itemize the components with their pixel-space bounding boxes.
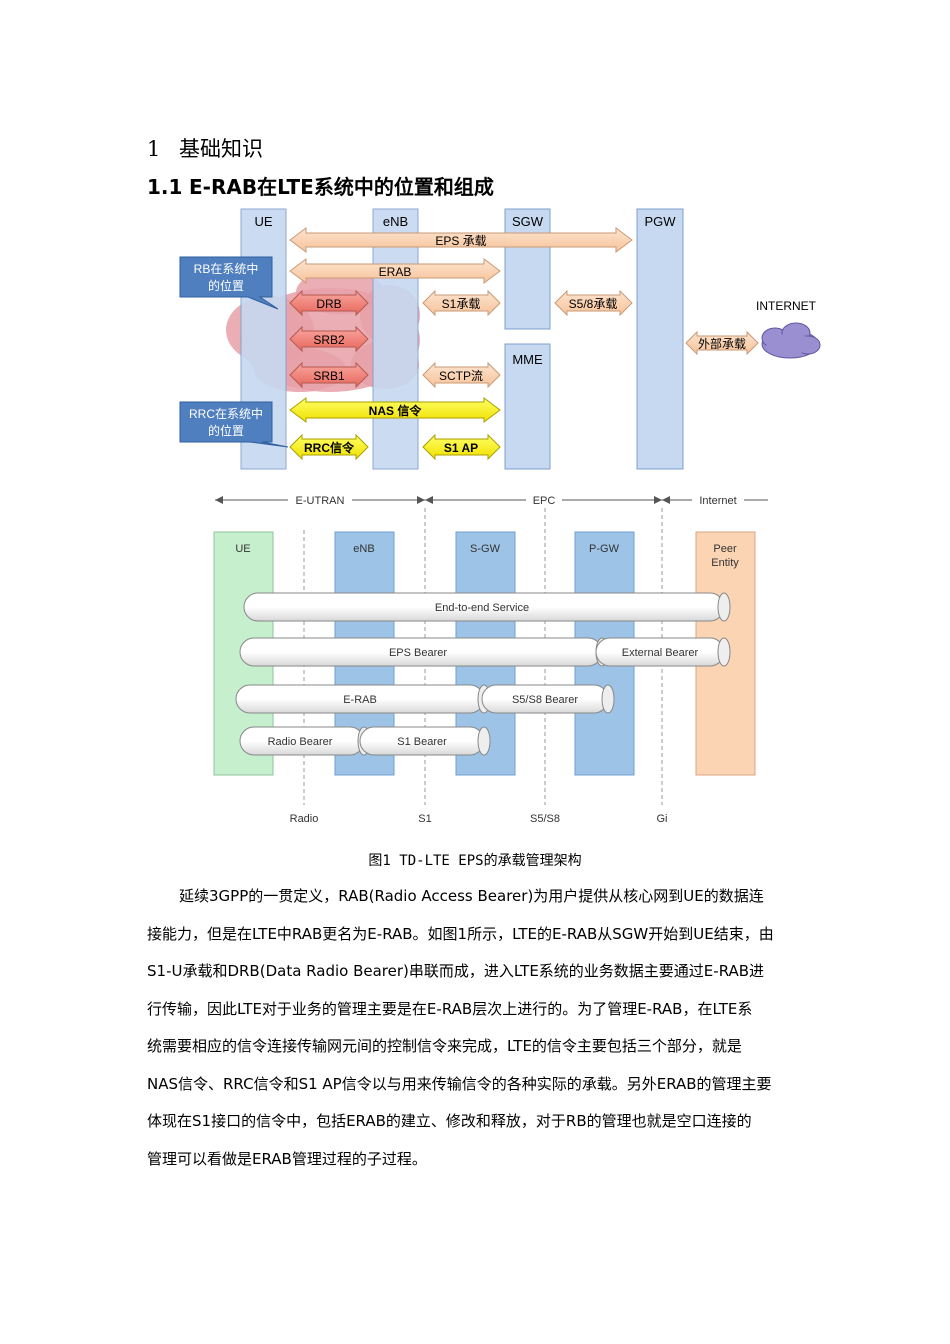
body-line: NAS信令、RRC信令和S1 AP信令以与用来传输信令的各种实际的承载。另外ER…	[147, 1074, 772, 1093]
svg-text:Entity: Entity	[711, 557, 739, 569]
arrow-s1ap: S1 AP	[422, 433, 501, 461]
svg-text:MME: MME	[512, 352, 543, 367]
svg-text:PGW: PGW	[644, 214, 676, 229]
callout-rrc-position: RRC在系统中 的位置	[179, 401, 289, 448]
svg-text:P-GW: P-GW	[589, 543, 620, 555]
svg-text:的位置: 的位置	[208, 278, 244, 293]
heading-2-text: E-RAB在LTE系统中的位置和组成	[189, 175, 494, 199]
body-line: 管理可以看做是ERAB管理过程的子过程。	[147, 1149, 427, 1168]
internet-cloud-icon	[761, 322, 821, 359]
svg-text:RRC信令: RRC信令	[304, 440, 355, 455]
svg-text:S1 AP: S1 AP	[444, 441, 478, 455]
svg-text:UE: UE	[254, 214, 272, 229]
body-line: 延续3GPP的一贯定义，RAB(Radio Access Bearer)为用户提…	[179, 887, 764, 905]
node-mme: MME	[504, 343, 551, 470]
heading-2-number: 1.1	[147, 175, 183, 199]
callout-rb-position: RB在系统中 的位置	[179, 256, 279, 310]
bearer-end-to-end: End-to-end Service	[243, 592, 731, 622]
interface-gi: Gi	[657, 813, 668, 825]
arrow-eps-bearer: EPS 承载	[289, 227, 633, 253]
svg-text:EPS 承载: EPS 承载	[435, 234, 486, 248]
figure-bearer-architecture: E-UTRAN EPC Internet UE eNB S-GW P-GW Pe…	[213, 492, 768, 825]
svg-text:SCTP流: SCTP流	[439, 369, 483, 383]
svg-text:S1承载: S1承载	[442, 297, 481, 311]
heading-1-number: 1	[147, 137, 161, 161]
arrow-s1-bearer: S1承载	[422, 289, 501, 317]
svg-text:SRB2: SRB2	[313, 333, 345, 347]
figure-caption: 图1 TD-LTE EPS的承载管理架构	[368, 853, 582, 869]
svg-text:SGW: SGW	[512, 214, 544, 229]
svg-text:EPS Bearer: EPS Bearer	[389, 647, 447, 659]
interface-s5s8: S5/S8	[530, 813, 560, 825]
node-enb: eNB	[372, 208, 419, 470]
bearer-erab: E-RAB	[235, 684, 491, 714]
svg-text:S5/8承载: S5/8承载	[569, 297, 618, 311]
body-line: S1-U承载和DRB(Data Radio Bearer)串联而成，进入LTE系…	[147, 962, 765, 980]
bearer-radio: Radio Bearer	[239, 726, 371, 756]
body-paragraph: 延续3GPP的一贯定义，RAB(Radio Access Bearer)为用户提…	[147, 878, 807, 1178]
svg-text:DRB: DRB	[316, 297, 341, 311]
arrow-erab: ERAB	[289, 258, 501, 284]
svg-text:RB在系统中: RB在系统中	[194, 261, 259, 276]
bearer-s1: S1 Bearer	[359, 726, 491, 756]
svg-text:eNB: eNB	[383, 214, 408, 229]
bearer-s5s8: S5/S8 Bearer	[481, 684, 615, 714]
region-eutran: E-UTRAN	[296, 495, 345, 507]
svg-text:S-GW: S-GW	[470, 543, 501, 555]
internet-label: INTERNET	[756, 299, 817, 313]
region-internet: Internet	[699, 495, 736, 507]
heading-1: 1 基础知识	[147, 133, 263, 163]
node-pgw: PGW	[636, 208, 684, 470]
svg-text:Peer: Peer	[713, 543, 737, 555]
bearer-eps: EPS Bearer	[239, 637, 609, 667]
body-line: 体现在S1接口的信令中，包括ERAB的建立、修改和释放，对于RB的管理也就是空口…	[147, 1112, 752, 1130]
interface-radio: Radio	[290, 813, 319, 825]
svg-text:SRB1: SRB1	[313, 369, 345, 383]
region-epc: EPC	[533, 495, 556, 507]
heading-1-text: 基础知识	[179, 137, 263, 161]
svg-text:S1 Bearer: S1 Bearer	[397, 736, 447, 748]
body-line: 统需要相应的信令连接传输网元间的控制信令来完成，LTE的信令主要包括三个部分，就…	[147, 1037, 742, 1055]
figure-erab-diagram: UE eNB SGW MME PGW EPS 承载 ERAB DRB SRB2 …	[179, 208, 821, 825]
svg-text:S5/S8 Bearer: S5/S8 Bearer	[512, 694, 578, 706]
arrow-srb1: SRB1	[289, 361, 369, 389]
arrow-nas-signal: NAS 信令	[289, 397, 501, 423]
interface-s1: S1	[418, 813, 431, 825]
arrow-s58-bearer: S5/8承载	[554, 289, 633, 317]
svg-text:外部承载: 外部承载	[698, 336, 746, 351]
svg-text:NAS 信令: NAS 信令	[369, 403, 423, 418]
body-line: 行传输，因此LTE对于业务的管理主要是在E-RAB层次上进行的。为了管理E-RA…	[147, 999, 753, 1018]
svg-text:eNB: eNB	[353, 543, 374, 555]
arrow-external-bearer: 外部承载	[685, 330, 759, 356]
arrow-drb: DRB	[289, 289, 369, 317]
svg-text:ERAB: ERAB	[379, 265, 412, 279]
svg-text:End-to-end Service: End-to-end Service	[435, 602, 529, 614]
svg-text:UE: UE	[235, 543, 250, 555]
bearer-external: External Bearer	[595, 637, 731, 667]
node-sgw: SGW	[504, 208, 551, 330]
body-line: 接能力，但是在LTE中RAB更名为E-RAB。如图1所示，LTE的E-RAB从S…	[147, 924, 774, 943]
svg-text:E-RAB: E-RAB	[343, 694, 377, 706]
arrow-rrc-signal: RRC信令	[289, 433, 369, 461]
svg-text:External Bearer: External Bearer	[622, 647, 699, 659]
arrow-sctp: SCTP流	[422, 361, 501, 389]
arrow-srb2: SRB2	[289, 325, 369, 353]
svg-text:Radio Bearer: Radio Bearer	[268, 736, 333, 748]
svg-text:RRC在系统中: RRC在系统中	[189, 406, 263, 421]
svg-text:的位置: 的位置	[208, 423, 244, 438]
